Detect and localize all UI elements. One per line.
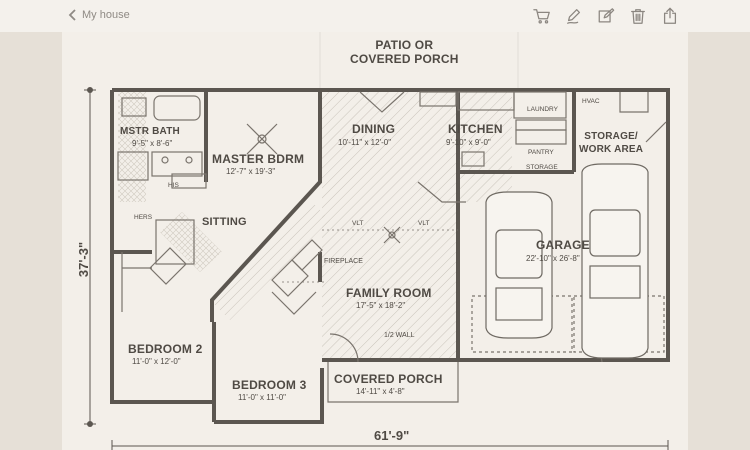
- hvac-label: HVAC: [582, 98, 600, 105]
- cart-icon[interactable]: [532, 6, 552, 26]
- his-closet-label: HIS: [168, 182, 179, 189]
- page-margin-left: [0, 32, 62, 450]
- toolbar-actions: [532, 6, 680, 26]
- bedroom2-name: BEDROOM 2: [128, 342, 203, 356]
- share-icon[interactable]: [660, 6, 680, 26]
- kitchen-name: KITCHEN: [448, 122, 503, 136]
- page-margin-right: [688, 32, 750, 450]
- trash-icon[interactable]: [628, 6, 648, 26]
- family-room-name: FAMILY ROOM: [346, 286, 432, 300]
- dining-dims: 10'-11" x 12'-0": [338, 138, 392, 147]
- hers-closet-label: HERS: [134, 214, 153, 221]
- half-wall-label: 1/2 WALL: [384, 332, 415, 339]
- overall-width-dimension: 61'-9": [370, 428, 414, 443]
- chevron-left-icon: [68, 9, 76, 21]
- vlt-left-label: VLT: [352, 220, 364, 227]
- back-label: My house: [82, 9, 130, 21]
- patio-line1: PATIO OR: [375, 38, 434, 52]
- storage-work-label: STORAGE/ WORK AREA: [579, 130, 643, 156]
- garage-name: GARAGE: [536, 238, 590, 252]
- storage-label: STORAGE: [526, 164, 558, 171]
- pantry-label: PANTRY: [528, 149, 554, 156]
- laundry-label: LAUNDRY: [527, 106, 558, 113]
- bedroom2-dims: 11'-0" x 12'-0": [132, 357, 181, 366]
- floor-plan-drawing: [84, 32, 670, 450]
- mstr-bath-dims: 9'-5" x 8'-6": [132, 139, 173, 148]
- covered-porch-dims: 14'-11" x 4'-8": [356, 387, 405, 396]
- fireplace-label: FIREPLACE: [324, 258, 363, 265]
- markup-pen-icon[interactable]: [564, 6, 584, 26]
- patio-label: PATIO OR COVERED PORCH: [350, 38, 459, 66]
- covered-porch-name: COVERED PORCH: [334, 372, 443, 386]
- vlt-right-label: VLT: [418, 220, 430, 227]
- kitchen-dims: 9'-10" x 9'-0": [446, 138, 491, 147]
- master-bdrm-name: MASTER BDRM: [212, 152, 305, 166]
- bedroom3-name: BEDROOM 3: [232, 378, 307, 392]
- storage-work-line1: STORAGE/: [584, 131, 638, 142]
- dining-name: DINING: [352, 122, 396, 136]
- bedroom3-dims: 11'-0" x 11'-0": [238, 393, 287, 402]
- master-bdrm-dims: 12'-7" x 19'-3": [226, 167, 276, 176]
- overall-depth-dimension: 37'-3": [76, 241, 92, 278]
- sitting-label: SITTING: [202, 216, 247, 228]
- garage-dims: 22'-10" x 26'-8": [526, 254, 580, 263]
- floor-plan-sheet: PATIO OR COVERED PORCH MSTR BATH 9'-5" x…: [62, 32, 688, 450]
- storage-work-line2: WORK AREA: [579, 144, 644, 155]
- edit-icon[interactable]: [596, 6, 616, 26]
- top-toolbar: My house: [0, 0, 750, 33]
- back-button[interactable]: My house: [68, 9, 130, 21]
- mstr-bath-name: MSTR BATH: [120, 126, 180, 137]
- patio-line2: COVERED PORCH: [350, 52, 459, 66]
- family-room-dims: 17'-5" x 18'-2": [356, 301, 406, 310]
